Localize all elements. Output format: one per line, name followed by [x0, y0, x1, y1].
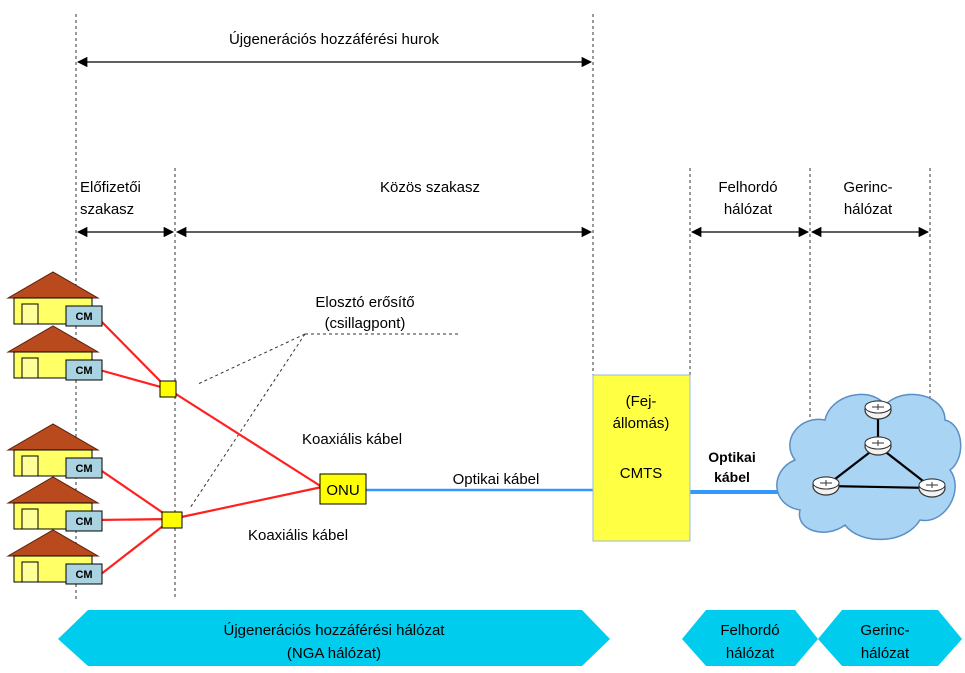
optical-dark-label-2: kábel [714, 469, 750, 485]
coax-line [167, 388, 323, 488]
backbone-banner-label-2: hálózat [861, 645, 910, 662]
router-icon [812, 476, 840, 496]
router-icon [864, 400, 892, 420]
coax-line [95, 517, 173, 522]
cm-label: CM [75, 569, 92, 581]
backhaul-label-2: hálózat [724, 201, 773, 218]
optical-dark-label-1: Optikai [708, 449, 755, 465]
distribution-amp-box [159, 380, 177, 398]
cm-box [65, 359, 103, 381]
house-icon: CM [7, 271, 103, 327]
cm-box [65, 563, 103, 585]
cm-box [65, 510, 103, 532]
subscriber-label-2: szakasz [80, 201, 134, 218]
cm-label: CM [75, 463, 92, 475]
backbone-label-2: hálózat [844, 201, 893, 218]
cmts-device: (Fej- állomás) CMTS [592, 374, 691, 542]
cmts-label: CMTS [620, 465, 663, 482]
backhaul-banner: Felhordó hálózat [682, 610, 818, 666]
cm-label: CM [75, 365, 92, 377]
distribution-amp-label-2: (csillagpont) [325, 315, 406, 332]
headend-label-2: állomás) [613, 415, 670, 432]
house-icon: CM [7, 423, 103, 479]
coax-line [171, 485, 323, 521]
backhaul-label-1: Felhordó [718, 179, 777, 196]
shared-label: Közös szakasz [380, 179, 480, 196]
house-icon: CM [7, 529, 103, 585]
optical-cable-label: Optikai kábel [453, 471, 540, 488]
backbone-cloud [776, 393, 962, 541]
top-span-label: Újgenerációs hozzáférési hurok [229, 31, 440, 48]
coax-line [95, 367, 169, 391]
coax-label-upper: Koaxiális kábel [302, 431, 402, 448]
callout-line [189, 333, 306, 509]
router-icon [918, 478, 946, 498]
onu-device: ONU [319, 473, 367, 505]
backhaul-banner-label-2: hálózat [726, 645, 775, 662]
coax-line [95, 466, 173, 520]
backbone-banner-label-1: Gerinc- [860, 622, 909, 639]
cm-box [65, 457, 103, 479]
house-icon: CM [7, 476, 103, 532]
callout-line [197, 333, 306, 385]
cm-label: CM [75, 516, 92, 528]
distribution-amp-label-1: Elosztó erősítő [315, 294, 414, 311]
coax-label-lower: Koaxiális kábel [248, 527, 348, 544]
backhaul-banner-label-1: Felhordó [720, 622, 779, 639]
cm-label: CM [75, 311, 92, 323]
backbone-label-1: Gerinc- [843, 179, 892, 196]
nga-banner: Újgenerációs hozzáférési hálózat (NGA há… [58, 610, 610, 666]
router-icon [864, 436, 892, 456]
house-icon: CM [7, 325, 103, 381]
callout-lines [189, 333, 460, 509]
distribution-amp-box [161, 511, 183, 529]
coax-lines [95, 315, 323, 579]
coax-line [95, 518, 173, 579]
backbone-banner: Gerinc- hálózat [818, 610, 962, 666]
nga-banner-label-2: (NGA hálózat) [287, 645, 381, 662]
nga-banner-label-1: Újgenerációs hozzáférési hálózat [224, 622, 446, 639]
coax-line [95, 315, 169, 390]
headend-label-1: (Fej- [626, 393, 657, 410]
subscriber-label-1: Előfizetői [80, 179, 141, 196]
onu-label: ONU [326, 482, 359, 499]
cm-box [65, 305, 103, 327]
